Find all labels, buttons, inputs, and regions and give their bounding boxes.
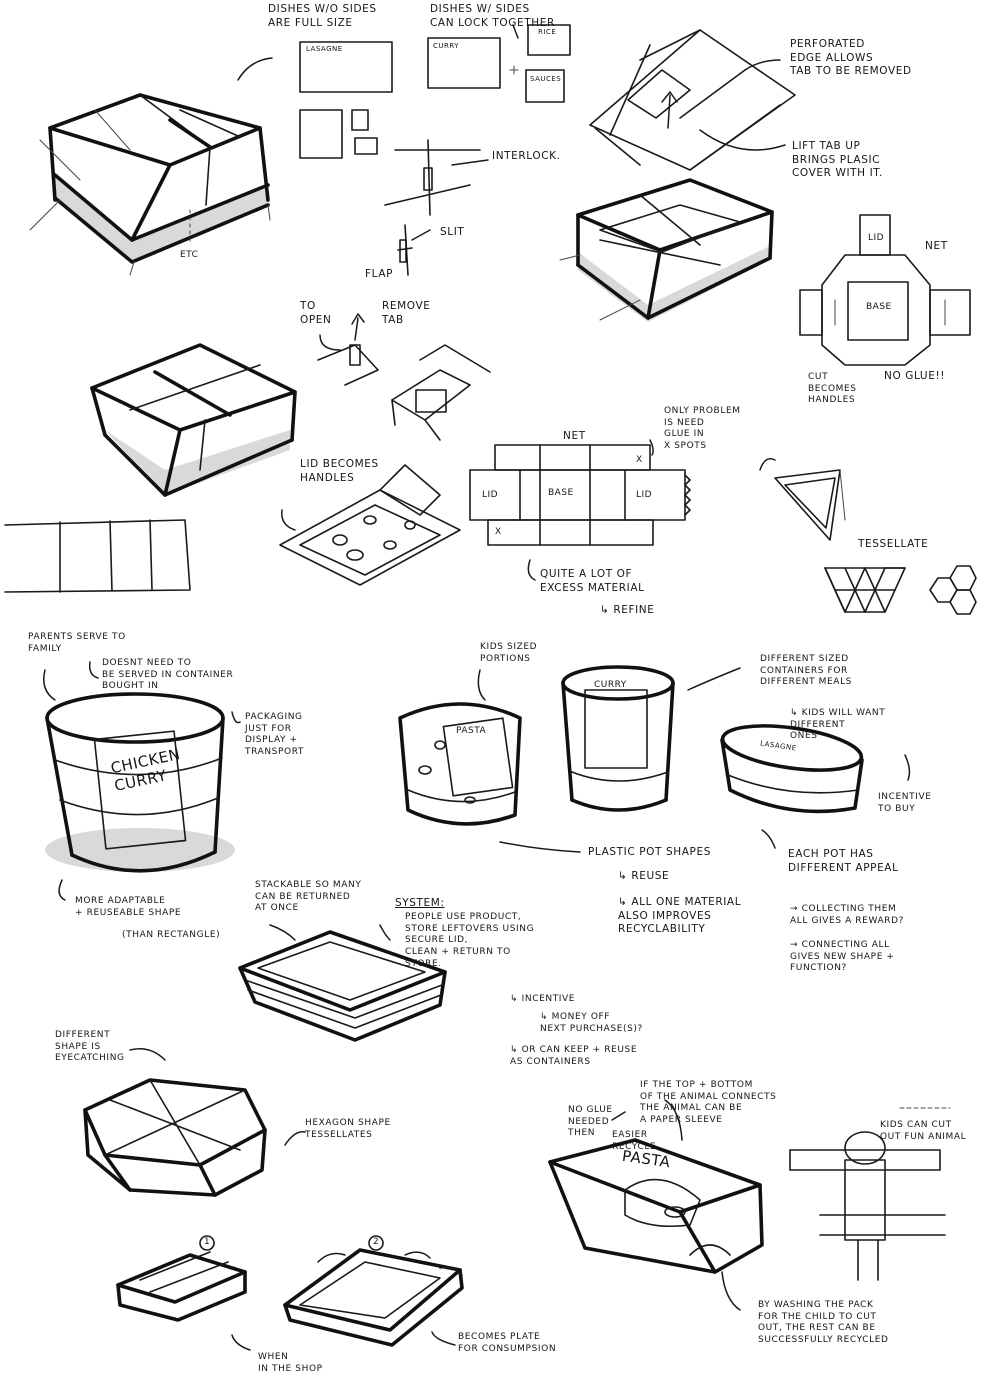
net-sketch-middle xyxy=(470,445,690,545)
note-only-problem: ONLY PROBLEM IS NEED GLUE IN X SPOTS xyxy=(664,406,741,453)
long-box-sketch xyxy=(92,345,295,495)
note-lid-handles: LID BECOMES HANDLES xyxy=(300,458,379,485)
note-dishes-no-sides: DISHES W/O SIDES ARE FULL SIZE xyxy=(268,3,377,30)
note-refine-text: REFINE xyxy=(613,604,654,616)
hexagon-box xyxy=(85,1080,265,1195)
note-to-open: TO OPEN xyxy=(300,300,332,327)
note-remove-tab: REMOVE TAB xyxy=(382,300,431,327)
note-connecting: → CONNECTING ALL GIVES NEW SHAPE + FUNCT… xyxy=(790,940,895,975)
note-perforated-edge: PERFORATED EDGE ALLOWS TAB TO BE REMOVED xyxy=(790,38,912,79)
note-system-heading: SYSTEM: xyxy=(395,897,445,911)
note-one-material: ↳ ALL ONE MATERIAL ALSO IMPROVES RECYCLA… xyxy=(618,896,741,937)
open-box-sketch xyxy=(560,180,772,322)
refine-arrow: ↳ xyxy=(600,604,613,616)
note-hexagon: HEXAGON SHAPE TESSELLATES xyxy=(305,1118,391,1141)
tessellation-sketch xyxy=(825,566,976,614)
note-different-shape: DIFFERENT SHAPE IS EYECATCHING xyxy=(55,1030,125,1065)
stacked-box-sketch xyxy=(30,95,270,275)
note-interlock: INTERLOCK. xyxy=(492,150,561,164)
note-plastic-pot: PLASTIC POT SHAPES xyxy=(588,846,711,860)
note-kids-cut: KIDS CAN CUT OUT FUN ANIMAL xyxy=(880,1120,966,1143)
label-curry-pot: CURRY xyxy=(594,680,627,690)
note-washing: BY WASHING THE PACK FOR THE CHILD TO CUT… xyxy=(758,1300,889,1347)
note-tessellate: TESSELLATE xyxy=(858,538,928,552)
note-more-adaptable: MORE ADAPTABLE + REUSEABLE SHAPE xyxy=(75,896,181,919)
note-doesnt-need: DOESNT NEED TO BE SERVED IN CONTAINER BO… xyxy=(102,658,233,693)
note-money-off-text: MONEY OFF NEXT PURCHASE(S)? xyxy=(540,1012,643,1034)
label-lasagne-small: LASAGNE xyxy=(306,45,343,53)
note-parents-serve: PARENTS SERVE TO FAMILY xyxy=(28,632,126,655)
note-lift-tab: LIFT TAB UP BRINGS PLASIC COVER WITH IT. xyxy=(792,140,883,181)
shop-tray xyxy=(118,1252,245,1320)
label-net-lid-left: LID xyxy=(482,490,498,500)
one-material-arrow: ↳ xyxy=(618,896,631,908)
note-if-top-bottom: IF THE TOP + BOTTOM OF THE ANIMAL CONNEC… xyxy=(640,1080,777,1127)
note-refine: ↳ REFINE xyxy=(600,604,655,618)
label-sauces: SAUCES xyxy=(530,75,561,83)
note-etc: ETC xyxy=(180,250,198,260)
note-one-material-text: ALL ONE MATERIAL ALSO IMPROVES RECYCLABI… xyxy=(618,896,741,935)
remove-tab-sketch xyxy=(318,314,490,440)
net-sketch-right xyxy=(800,215,970,365)
note-no-glue: NO GLUE!! xyxy=(884,370,945,384)
pasta-pot xyxy=(400,704,520,824)
note-different-sized: DIFFERENT SIZED CONTAINERS FOR DIFFERENT… xyxy=(760,654,852,689)
step-1-label: 1 xyxy=(204,1237,210,1247)
note-flap: FLAP xyxy=(365,268,393,282)
note-net-middle: NET xyxy=(563,430,586,444)
note-connecting-text: CONNECTING ALL GIVES NEW SHAPE + FUNCTIO… xyxy=(790,940,895,973)
note-excess-material: QUITE A LOT OF EXCESS MATERIAL xyxy=(540,568,645,595)
label-rice: RICE xyxy=(538,28,556,36)
note-kids-want-text: KIDS WILL WANT DIFFERENT ONES xyxy=(790,708,885,741)
collecting-arrow: → xyxy=(790,904,802,914)
note-packaging-display: PACKAGING JUST FOR DISPLAY + TRANSPORT xyxy=(245,712,304,759)
label-glue-x2: X xyxy=(495,527,502,537)
note-reuse: ↳ REUSE xyxy=(618,870,669,884)
label-net-base: BASE xyxy=(866,302,892,312)
note-incentive-text: INCENTIVE xyxy=(522,994,576,1004)
keep-reuse-arrow: ↳ xyxy=(510,1045,522,1055)
note-stackable: STACKABLE SO MANY CAN BE RETURNED AT ONC… xyxy=(255,880,361,915)
note-keep-reuse: ↳ OR CAN KEEP + REUSE AS CONTAINERS xyxy=(510,1045,637,1068)
reuse-arrow: ↳ xyxy=(618,870,631,882)
incentive-arrow: ↳ xyxy=(510,994,522,1004)
label-net-lid-tab: LID xyxy=(868,233,884,243)
note-cut-handles: CUT BECOMES HANDLES xyxy=(808,372,857,407)
note-when-shop: WHEN IN THE SHOP xyxy=(258,1352,323,1375)
note-collecting: → COLLECTING THEM ALL GIVES A REWARD? xyxy=(790,904,904,927)
note-than-rectangle: (THAN RECTANGLE) xyxy=(122,930,220,942)
partial-box-left xyxy=(5,520,190,592)
label-net-base-middle: BASE xyxy=(548,488,574,498)
triangle-sketch xyxy=(775,470,845,540)
connecting-arrow: → xyxy=(790,940,802,950)
label-net-lid-right: LID xyxy=(636,490,652,500)
note-becomes-plate: BECOMES PLATE FOR CONSUMPSION xyxy=(458,1332,556,1355)
note-no-glue-needed: NO GLUE NEEDED THEN xyxy=(568,1105,613,1140)
note-each-pot: EACH POT HAS DIFFERENT APPEAL xyxy=(788,848,899,875)
note-dishes-with-sides: DISHES W/ SIDES CAN LOCK TOGETHER xyxy=(430,3,555,30)
money-off-arrow: ↳ xyxy=(540,1012,552,1022)
note-money-off: ↳ MONEY OFF NEXT PURCHASE(S)? xyxy=(540,1012,643,1035)
note-kids-sized: KIDS SIZED PORTIONS xyxy=(480,642,537,665)
note-net-top: NET xyxy=(925,240,948,254)
label-glue-x1: X xyxy=(636,455,643,465)
step-2-label: 2 xyxy=(373,1237,379,1247)
note-kids-want: ↳ KIDS WILL WANT DIFFERENT ONES xyxy=(790,708,885,743)
note-slit: SLIT xyxy=(440,226,464,240)
label-curry-small: CURRY xyxy=(433,42,459,50)
note-collecting-text: COLLECTING THEM ALL GIVES A REWARD? xyxy=(790,904,904,926)
note-reuse-text: REUSE xyxy=(631,870,669,882)
note-keep-reuse-text: OR CAN KEEP + REUSE AS CONTAINERS xyxy=(510,1045,637,1067)
kids-want-arrow: ↳ xyxy=(790,708,802,718)
note-incentive-buy: INCENTIVE TO BUY xyxy=(878,792,932,815)
interlock-sketch xyxy=(385,140,480,275)
note-system-body: PEOPLE USE PRODUCT, STORE LEFTOVERS USIN… xyxy=(405,912,534,970)
plate-tray xyxy=(285,1250,462,1345)
label-pasta-pot: PASTA xyxy=(456,726,486,736)
note-incentive: ↳ INCENTIVE xyxy=(510,994,575,1006)
